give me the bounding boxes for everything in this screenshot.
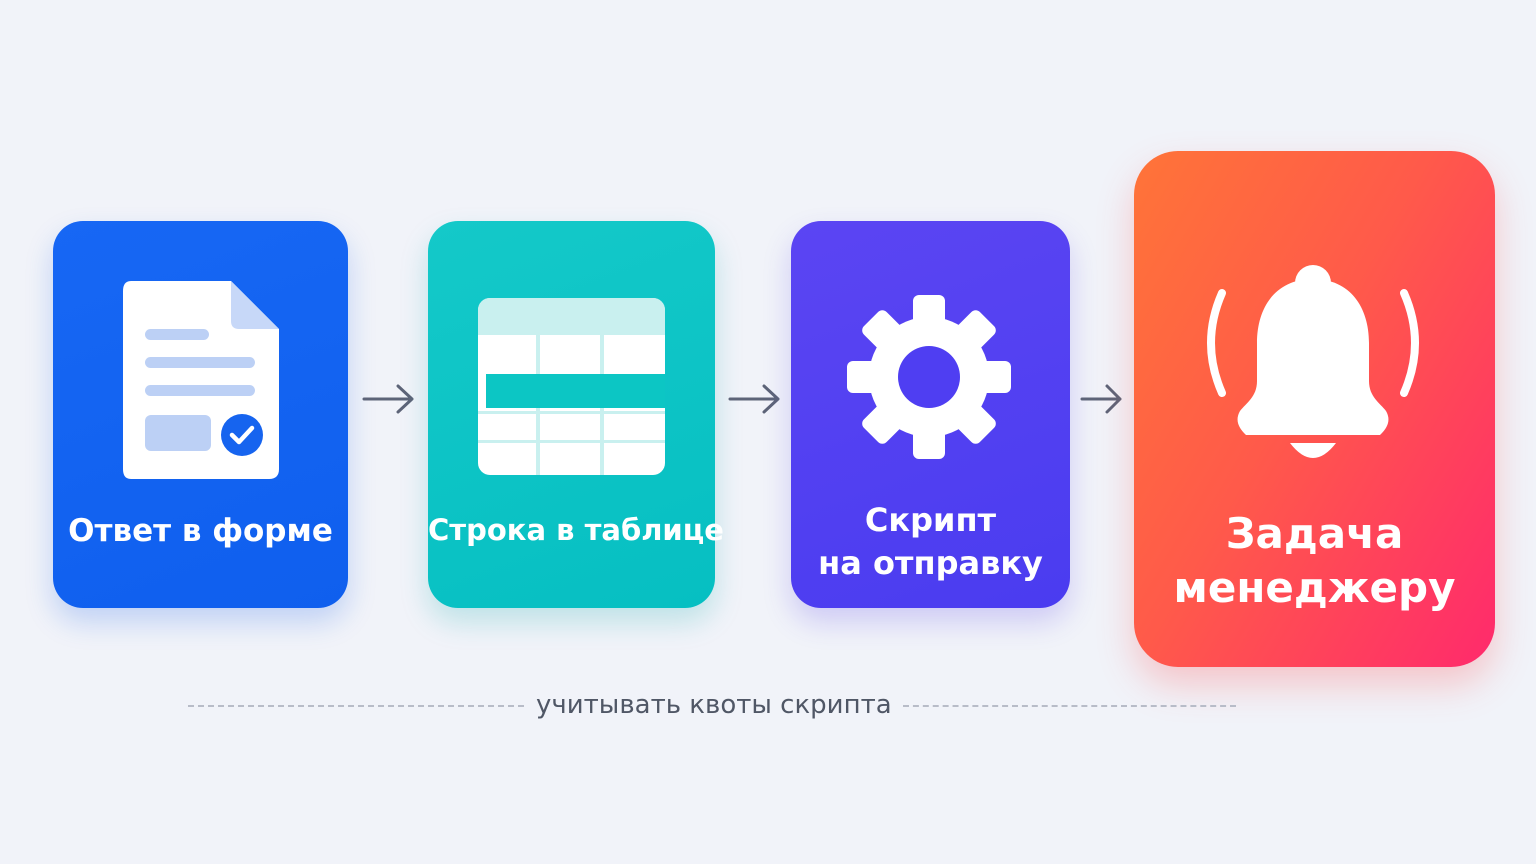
step-card-manager-task: Задача менеджеру — [1134, 151, 1495, 667]
spreadsheet-row-icon — [478, 298, 665, 475]
footnote-divider-right — [903, 705, 1236, 707]
quota-footnote: учитывать квоты скрипта — [188, 688, 1236, 724]
step-card-sheet-row: Строка в таблице — [428, 221, 724, 608]
arrow-right-icon — [728, 384, 780, 414]
footnote-text: учитывать квоты скрипта — [536, 690, 892, 720]
step-card-send-script: Скрипт на отправку — [791, 221, 1070, 608]
step-card-form-response: Ответ в форме — [53, 221, 348, 608]
step-label-sheet-row: Строка в таблице — [428, 513, 724, 547]
footnote-divider-left — [188, 705, 524, 707]
step-label-form-response: Ответ в форме — [68, 513, 333, 549]
step-label-manager-task: Задача менеджеру — [1173, 509, 1456, 612]
step-label-send-script: Скрипт на отправку — [818, 501, 1043, 582]
arrow-right-icon — [362, 384, 414, 414]
bell-icon — [1207, 265, 1419, 458]
arrow-right-icon — [1080, 384, 1122, 414]
gear-icon — [847, 295, 1011, 459]
form-document-check-icon — [123, 281, 279, 479]
